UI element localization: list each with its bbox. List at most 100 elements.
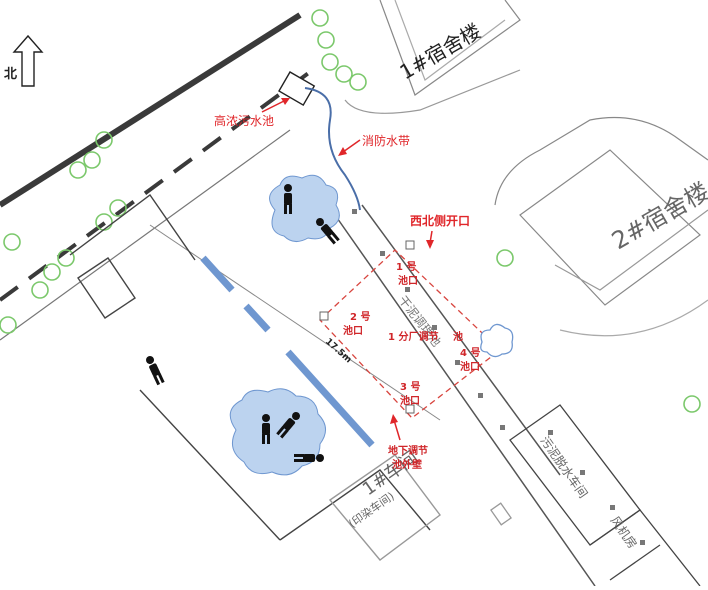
underground-pool-outline: [319, 249, 501, 419]
fan-room-inner: [609, 544, 661, 581]
pool-2-mouth: 池口: [343, 324, 363, 337]
tree: [321, 53, 339, 71]
person-icons: [146, 184, 340, 462]
pool-4-number: 4 号: [460, 347, 480, 359]
blue-wall-segment: [200, 255, 235, 293]
pool-mouth-marker: [319, 311, 329, 321]
pointer-line: [342, 139, 361, 153]
workshop-1-building: [69, 194, 441, 561]
dorm-1-inner: [394, 0, 506, 81]
tree: [496, 249, 514, 267]
post: [352, 209, 357, 214]
small-cloud: [480, 323, 514, 358]
dorm-1-curve: [344, 69, 521, 114]
road: [0, 12, 312, 341]
tree: [311, 9, 329, 27]
person-icon: [284, 184, 292, 214]
dorm-1-building: [344, 0, 521, 114]
workshop-1-label-box: [328, 454, 441, 561]
tree: [0, 316, 17, 334]
workshop-1-west-wall: [139, 389, 281, 541]
corridor-line-left: [334, 214, 596, 587]
dorm-1-label: 1#宿舍楼: [396, 19, 485, 85]
tree: [83, 151, 101, 169]
post: [432, 325, 437, 330]
tree: [109, 199, 127, 217]
underground-wall-label-1: 地下调节: [388, 444, 428, 457]
post: [580, 470, 585, 475]
tree: [349, 73, 367, 91]
fan-room-outline: [589, 509, 701, 587]
tree: [69, 161, 87, 179]
tree: [95, 131, 113, 149]
fire-hose-label: 消防水带: [362, 133, 410, 148]
center-pool-label-suffix: 池: [453, 330, 463, 343]
tree: [317, 31, 335, 49]
tree: [3, 233, 21, 251]
post: [405, 287, 410, 292]
fire-hose-line: [304, 87, 361, 211]
pool-4-mouth: 池口: [460, 360, 480, 373]
corridor-posts: [352, 209, 645, 545]
pool-mouth-marker: [405, 240, 415, 250]
pool-1-number: 1 号: [396, 261, 416, 273]
workshop-1-top: [69, 194, 196, 261]
person-icon: [146, 356, 165, 386]
person-icon: [294, 454, 324, 462]
arrow-icon: [281, 98, 290, 105]
road-edge-thin: [0, 129, 291, 341]
fan-room-label: 风机房: [608, 513, 641, 551]
arrow-icon: [338, 147, 347, 156]
person-icon: [262, 414, 270, 444]
north-arrow-icon: [12, 34, 44, 87]
pointer-line: [261, 99, 287, 113]
compass: 北: [4, 34, 44, 87]
center-pool-label: 1 分厂调节: [388, 330, 438, 343]
dorm-2-label: 2#宿舍楼: [607, 177, 708, 255]
pool-3-mouth: 池口: [400, 394, 420, 407]
pool-1-mouth: 池口: [398, 274, 418, 287]
dorm-1-outline: [379, 0, 521, 96]
underground-wall-label-2: 池外壁: [392, 458, 422, 471]
post: [548, 430, 553, 435]
post: [455, 360, 460, 365]
compass-label: 北: [4, 67, 17, 82]
post: [500, 425, 505, 430]
person-icon: [276, 412, 300, 439]
dorm-2-outline: [519, 149, 701, 306]
tree: [57, 249, 75, 267]
high-conc-pool-label: 高浓污水池: [214, 113, 274, 128]
wall-line-light: [149, 224, 441, 421]
pool-mouth-marker: [405, 404, 415, 414]
post: [380, 251, 385, 256]
blue-wall-segment: [243, 303, 271, 333]
arrow-icon: [390, 414, 398, 424]
dorm-2-path: [559, 299, 708, 337]
road-edge-thick: [0, 12, 302, 208]
workshop-1-south-wall: [279, 469, 431, 541]
blue-wall-segments: [200, 255, 375, 448]
post: [610, 505, 615, 510]
workshop-1-annex: [77, 257, 136, 319]
tree: [335, 65, 353, 83]
pointer-line: [393, 419, 401, 441]
roadside-trees: [0, 9, 701, 413]
post: [478, 393, 483, 398]
post: [640, 540, 645, 545]
pipe-corridor: [149, 204, 596, 587]
dorm-2-edge: [554, 209, 708, 291]
sludge-room: [490, 404, 701, 587]
nw-opening-label: 西北侧开口: [410, 213, 470, 228]
blue-wall-segment: [285, 349, 375, 448]
high-conc-pool-box: [278, 71, 316, 107]
arrow-icon: [426, 240, 434, 249]
tree: [683, 395, 701, 413]
dorm-2-curve: [494, 116, 708, 206]
sludge-room-label: 污泥脱水车间: [538, 433, 592, 501]
pool-3-number: 3 号: [400, 381, 420, 393]
road-center-dashed: [0, 70, 312, 302]
tree: [43, 263, 61, 281]
tree: [31, 281, 49, 299]
